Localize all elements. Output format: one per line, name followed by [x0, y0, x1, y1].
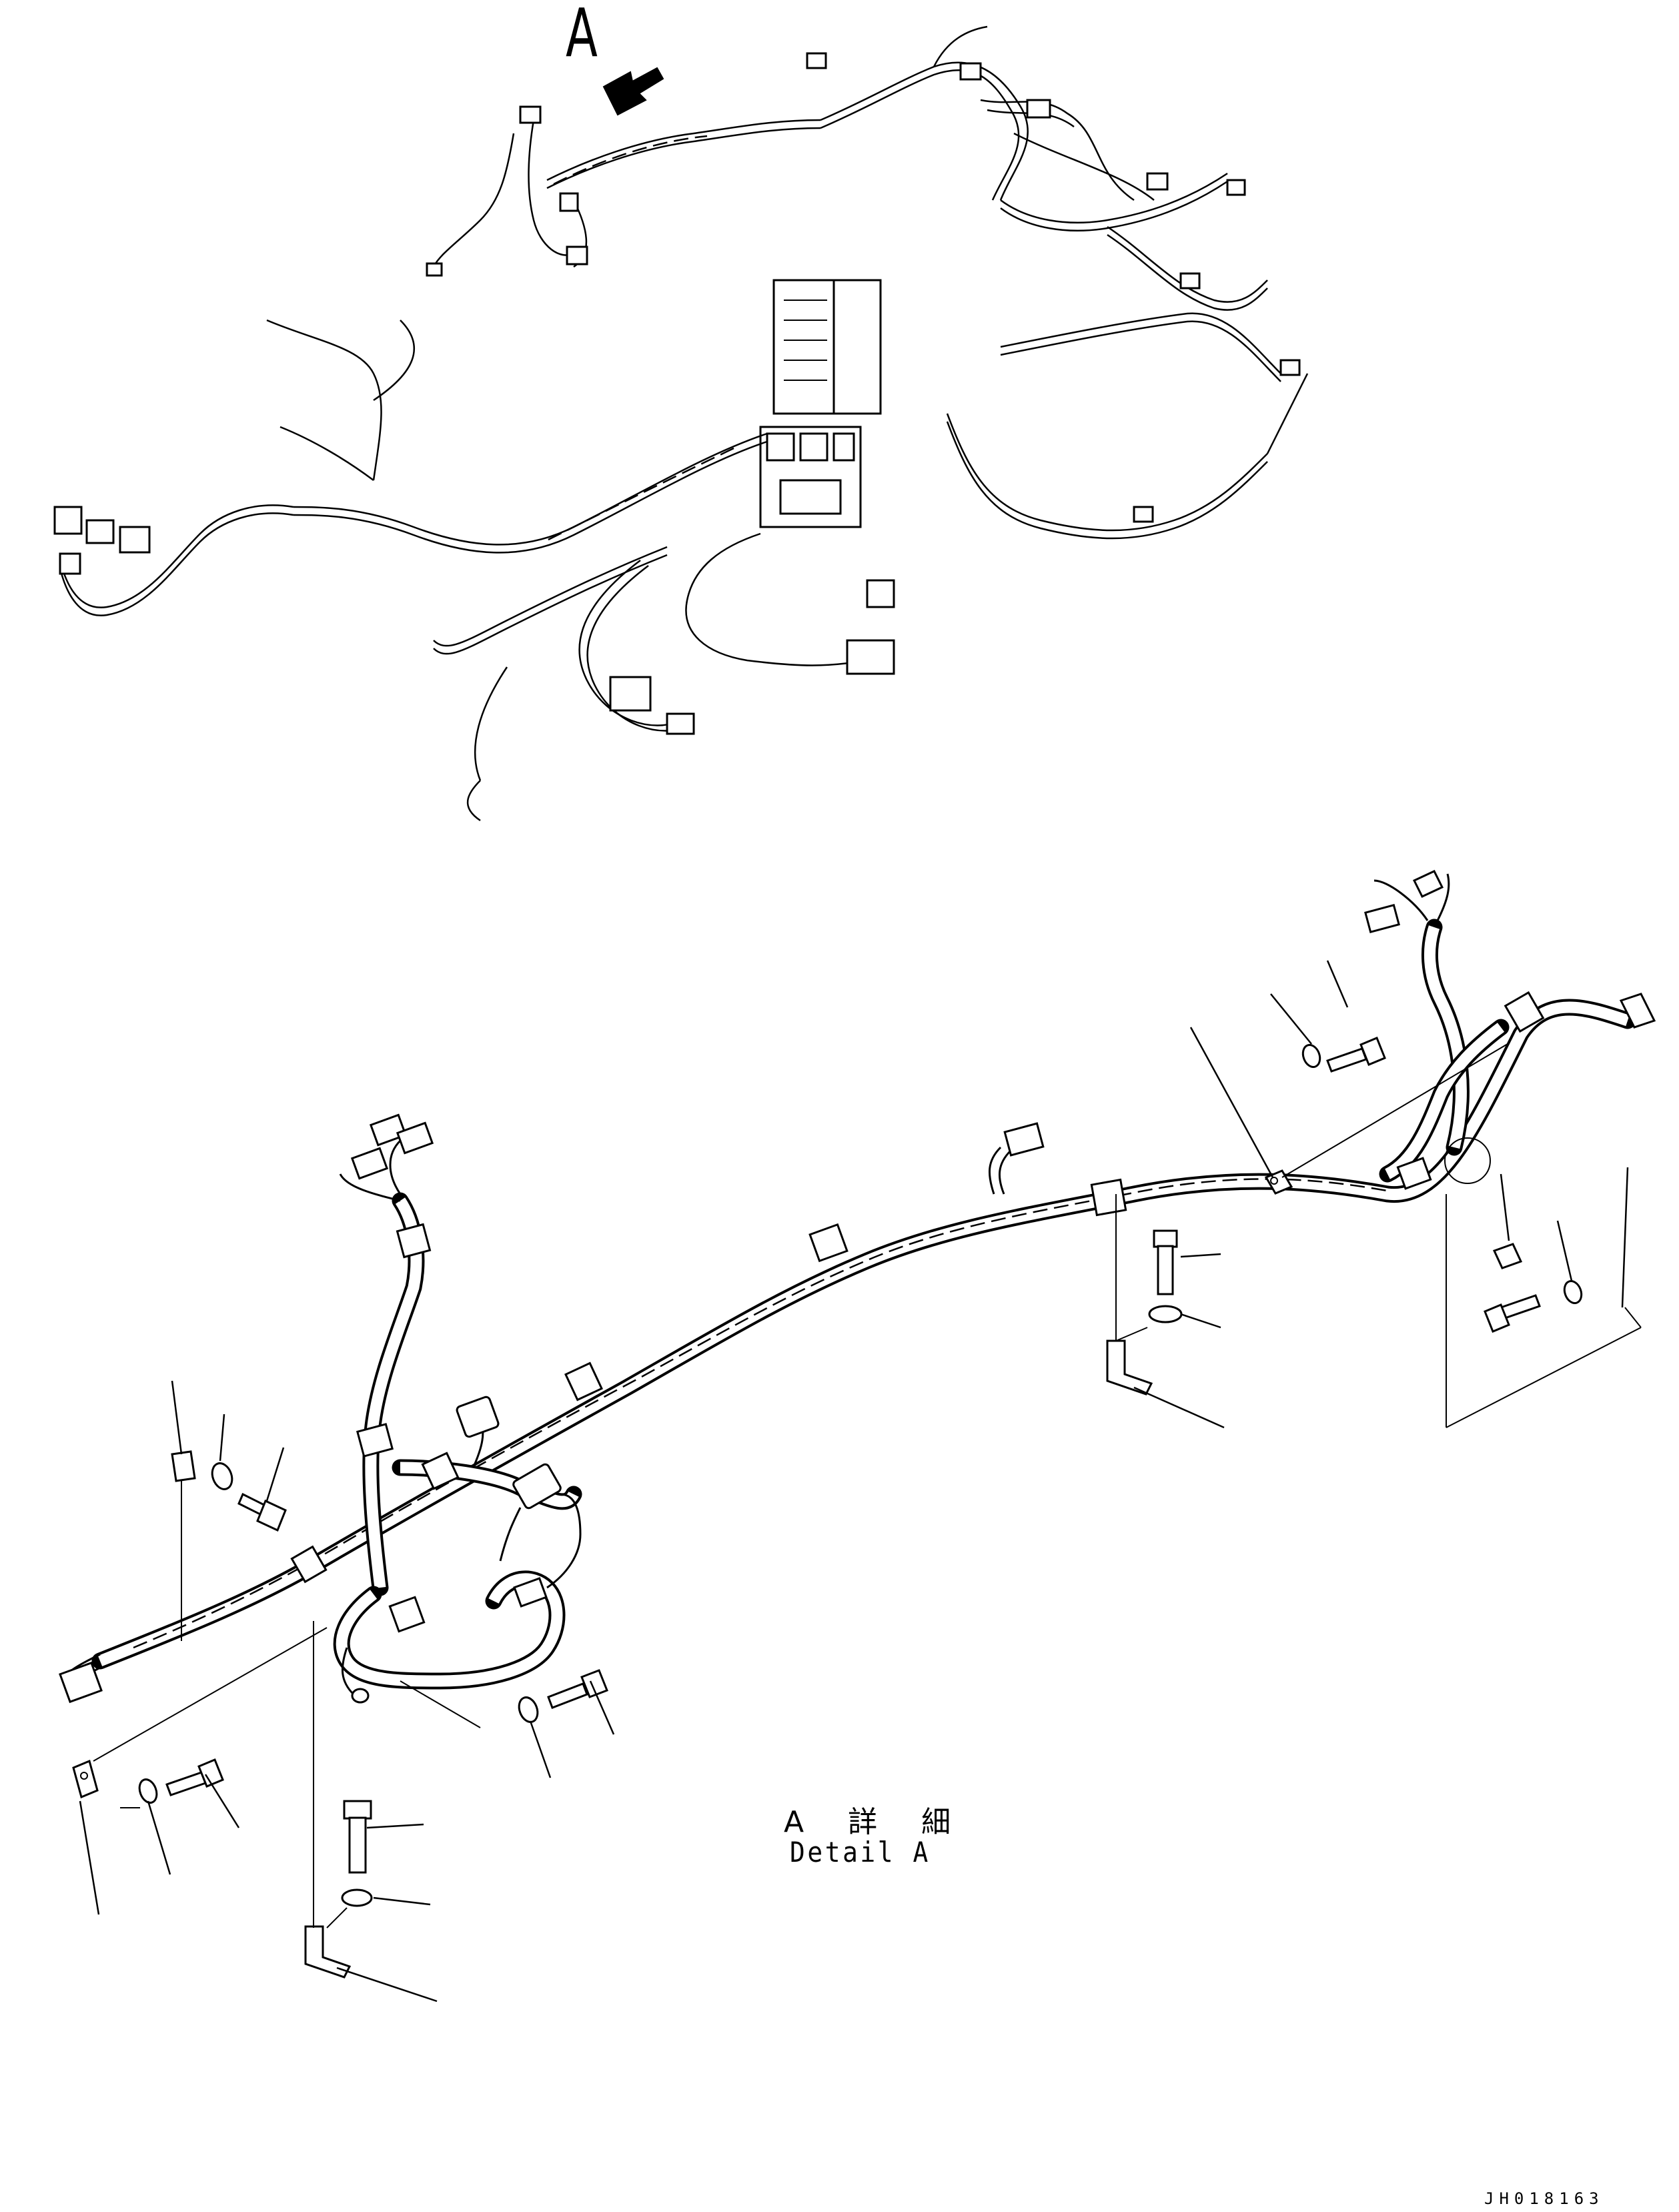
bracket-washer-bolt-set-5 [72, 1627, 328, 1808]
bracket-washer-bolt-set-6 [304, 1621, 373, 1979]
harness-clips [290, 991, 1545, 1584]
upper-right-branch [1364, 870, 1656, 1190]
left-branch-assembly [333, 1113, 582, 1704]
harness-overview-assembly [53, 25, 1309, 822]
drawing-number: JH018163 [1484, 2189, 1604, 2208]
left-connector-cluster [53, 506, 151, 575]
bracket-washer-bolt-set-2 [1106, 1194, 1183, 1396]
upper-left-connectors [426, 105, 588, 277]
view-arrow-icon [602, 67, 664, 116]
fuse-relay-box [759, 279, 882, 528]
washer-bolt-set-7 [400, 1669, 608, 1728]
lower-connector-cluster [609, 579, 895, 735]
detail-caption-japanese: A 詳 細 [784, 1805, 969, 1839]
main-harness-bundle [65, 999, 1636, 1688]
detail-caption-english: Detail A [790, 1836, 931, 1868]
view-letter-a: A [566, 0, 598, 72]
bracket-washer-bolt-set-4 [171, 1450, 287, 1641]
bracket-washer-bolt-set-1 [1264, 1037, 1508, 1195]
left-end-connector [59, 1661, 103, 1704]
detail-a-view [59, 870, 1656, 2003]
bracket-washer-bolt-set-3 [1446, 1194, 1642, 1428]
leader-lines [79, 960, 1629, 2003]
upper-right-connectors [806, 52, 1301, 523]
top-center-connector [988, 1122, 1045, 1195]
